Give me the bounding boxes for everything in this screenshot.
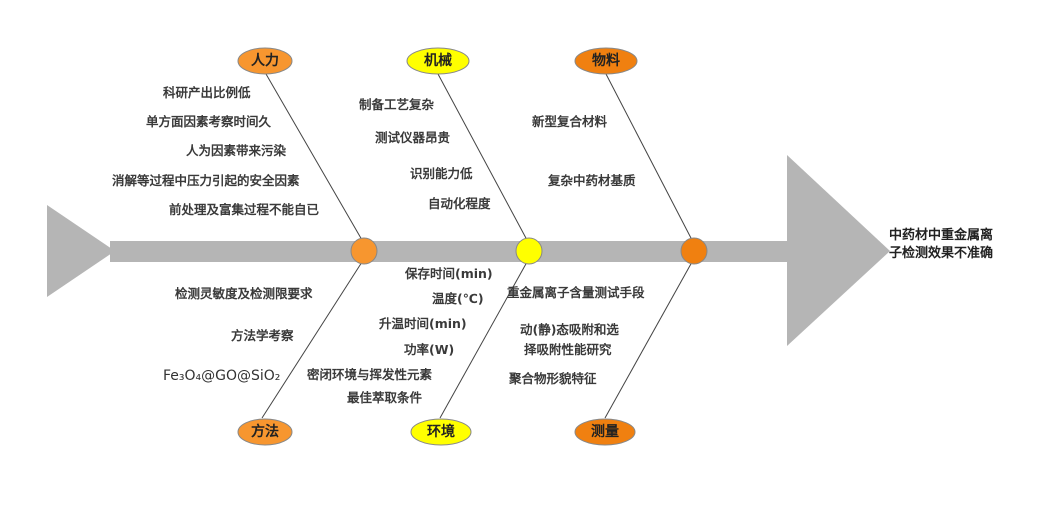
cause: 密闭环境与挥发性元素 (307, 367, 433, 382)
cause: 制备工艺复杂 (359, 97, 435, 112)
cause: 复杂中药材基质 (548, 173, 636, 188)
cause: 方法学考察 (231, 328, 294, 343)
oval-machine (406, 47, 470, 75)
category-label-environment: 环境 (427, 424, 455, 440)
cause: 消解等过程中压力引起的安全因素 (112, 173, 300, 188)
tail-shape (47, 205, 115, 297)
arrow-head (787, 155, 890, 346)
bone-material (605, 73, 693, 241)
cause: 温度(℃) (432, 291, 484, 306)
cause: 聚合物形貌特征 (509, 371, 597, 386)
cause: 最佳萃取条件 (347, 390, 423, 405)
category-label-manpower: 人力 (251, 53, 279, 69)
cause: 重金属离子含量测试手段 (507, 285, 645, 300)
bone-method (261, 261, 363, 419)
cause: 科研产出比例低 (163, 85, 251, 100)
category-label-method: 方法 (251, 424, 279, 440)
cause: 择吸附性能研究 (524, 342, 612, 357)
cause-formula: Fe₃O₄@GO@SiO₂ (163, 368, 281, 384)
bone-manpower (265, 73, 363, 241)
cause: 识别能力低 (410, 166, 473, 181)
cause: 自动化程度 (428, 196, 491, 211)
oval-environment (410, 418, 472, 446)
spine (110, 241, 790, 262)
effect-problem-statement: 中药材中重金属离子检测效果不准确 (888, 228, 993, 261)
cause: 人为因素带来污染 (186, 143, 287, 158)
oval-measurement (574, 418, 636, 446)
cause: 前处理及富集过程不能自已 (169, 202, 320, 217)
oval-manpower (237, 47, 293, 75)
cause: 功率(W) (404, 342, 455, 357)
category-label-material: 物料 (592, 53, 620, 69)
cause: 单方面因素考察时间久 (146, 114, 272, 129)
joint-machine (515, 237, 543, 265)
oval-material (574, 47, 638, 75)
joint-material (680, 237, 708, 265)
category-label-machine: 机械 (424, 53, 452, 69)
oval-method (237, 418, 293, 446)
bone-machine (437, 73, 528, 241)
cause: 新型复合材料 (532, 114, 608, 129)
cause: 动(静)态吸附和选 (520, 322, 619, 337)
cause: 保存时间(min) (405, 266, 493, 281)
bone-measurement (604, 261, 693, 419)
joint-manpower (350, 237, 378, 265)
cause: 测试仪器昂贵 (375, 130, 451, 145)
bone-environment (439, 261, 528, 419)
cause: 检测灵敏度及检测限要求 (175, 286, 313, 301)
cause: 升温时间(min) (379, 316, 467, 331)
category-label-measurement: 测量 (591, 424, 619, 440)
